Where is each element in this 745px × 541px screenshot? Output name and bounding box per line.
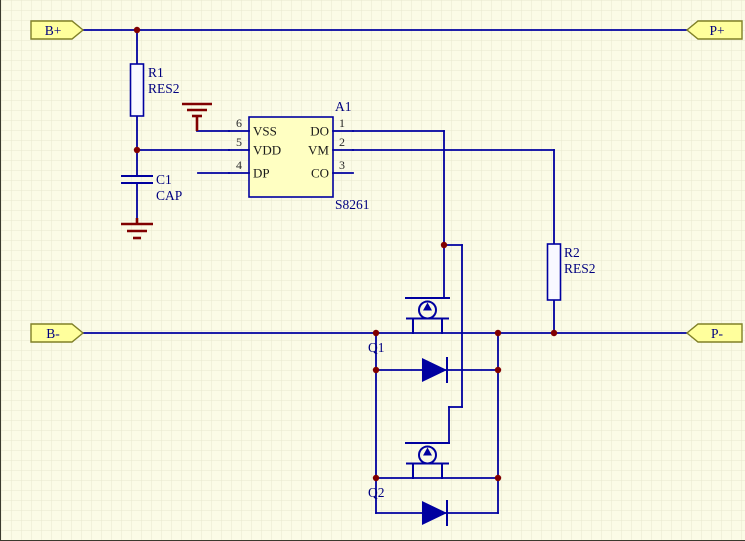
mosfet-q1[interactable]: Q1 [368, 297, 450, 355]
designator-label[interactable]: R2 [564, 245, 580, 260]
port-label: P+ [709, 23, 724, 38]
diode-q1-body[interactable] [422, 357, 448, 383]
port-label: B- [46, 326, 60, 341]
port-b-minus[interactable]: B- [30, 323, 85, 343]
pin-number: 3 [339, 158, 345, 172]
designator-label[interactable]: C1 [156, 172, 172, 187]
junction-dot [133, 146, 141, 154]
ground-symbol-bottom[interactable] [121, 218, 153, 240]
pin-name: VM [308, 143, 329, 158]
mosfet-arrow-icon [423, 302, 432, 311]
junctions [133, 26, 558, 482]
resistor-body [129, 63, 145, 117]
resistor-body [546, 243, 562, 301]
junction-dot [372, 366, 380, 374]
port-label: B+ [45, 23, 62, 38]
part-number-label[interactable]: S8261 [335, 197, 370, 212]
pin-number: 1 [339, 116, 345, 130]
resistor-r1[interactable]: R1 RES2 [129, 63, 180, 117]
mosfet-q2[interactable]: Q2 [368, 442, 450, 500]
junction-dot [372, 329, 380, 337]
mosfet-arrow-icon [423, 447, 432, 456]
junction-dot [494, 329, 502, 337]
port-p-plus[interactable]: P+ [685, 20, 743, 40]
junction-dot [550, 329, 558, 337]
designator-label[interactable]: Q2 [368, 485, 385, 500]
junction-dot [494, 366, 502, 374]
junction-dot [494, 474, 502, 482]
value-label[interactable]: RES2 [564, 261, 596, 276]
pin-name: DO [310, 124, 329, 139]
diode-triangle [422, 358, 447, 382]
pin-number: 2 [339, 135, 345, 149]
diode-triangle [422, 501, 447, 525]
pin-number: 6 [236, 116, 242, 130]
junction-dot [372, 474, 380, 482]
junction-dot [133, 26, 141, 34]
designator-label[interactable]: Q1 [368, 340, 385, 355]
designator-label[interactable]: A1 [335, 99, 352, 114]
port-shape [685, 20, 743, 40]
value-label[interactable]: CAP [156, 188, 182, 203]
pin-number: 4 [236, 158, 242, 172]
value-label[interactable]: RES2 [148, 81, 180, 96]
port-p-minus[interactable]: P- [685, 323, 743, 343]
port-label: P- [711, 326, 724, 341]
port-shape [30, 20, 85, 40]
pin-name: DP [253, 166, 270, 181]
pin-name: VSS [253, 124, 277, 139]
resistor-r2[interactable]: R2 RES2 [546, 243, 596, 301]
ic-s8261[interactable]: 6 5 4 1 2 3 VSS VDD DP DO VM CO A1 S8261 [228, 99, 370, 212]
port-b-plus[interactable]: B+ [30, 20, 85, 40]
designator-label[interactable]: R1 [148, 65, 164, 80]
pin-name: CO [311, 166, 329, 181]
pin-number: 5 [236, 135, 242, 149]
port-shape [30, 323, 85, 343]
pin-name: VDD [253, 143, 281, 158]
port-shape [685, 323, 743, 343]
capacitor-c1[interactable]: C1 CAP [121, 172, 182, 203]
diode-q2-body[interactable] [422, 500, 448, 526]
ground-symbol-top[interactable] [182, 102, 212, 131]
ic-body [248, 116, 334, 198]
junction-dot [440, 241, 448, 249]
